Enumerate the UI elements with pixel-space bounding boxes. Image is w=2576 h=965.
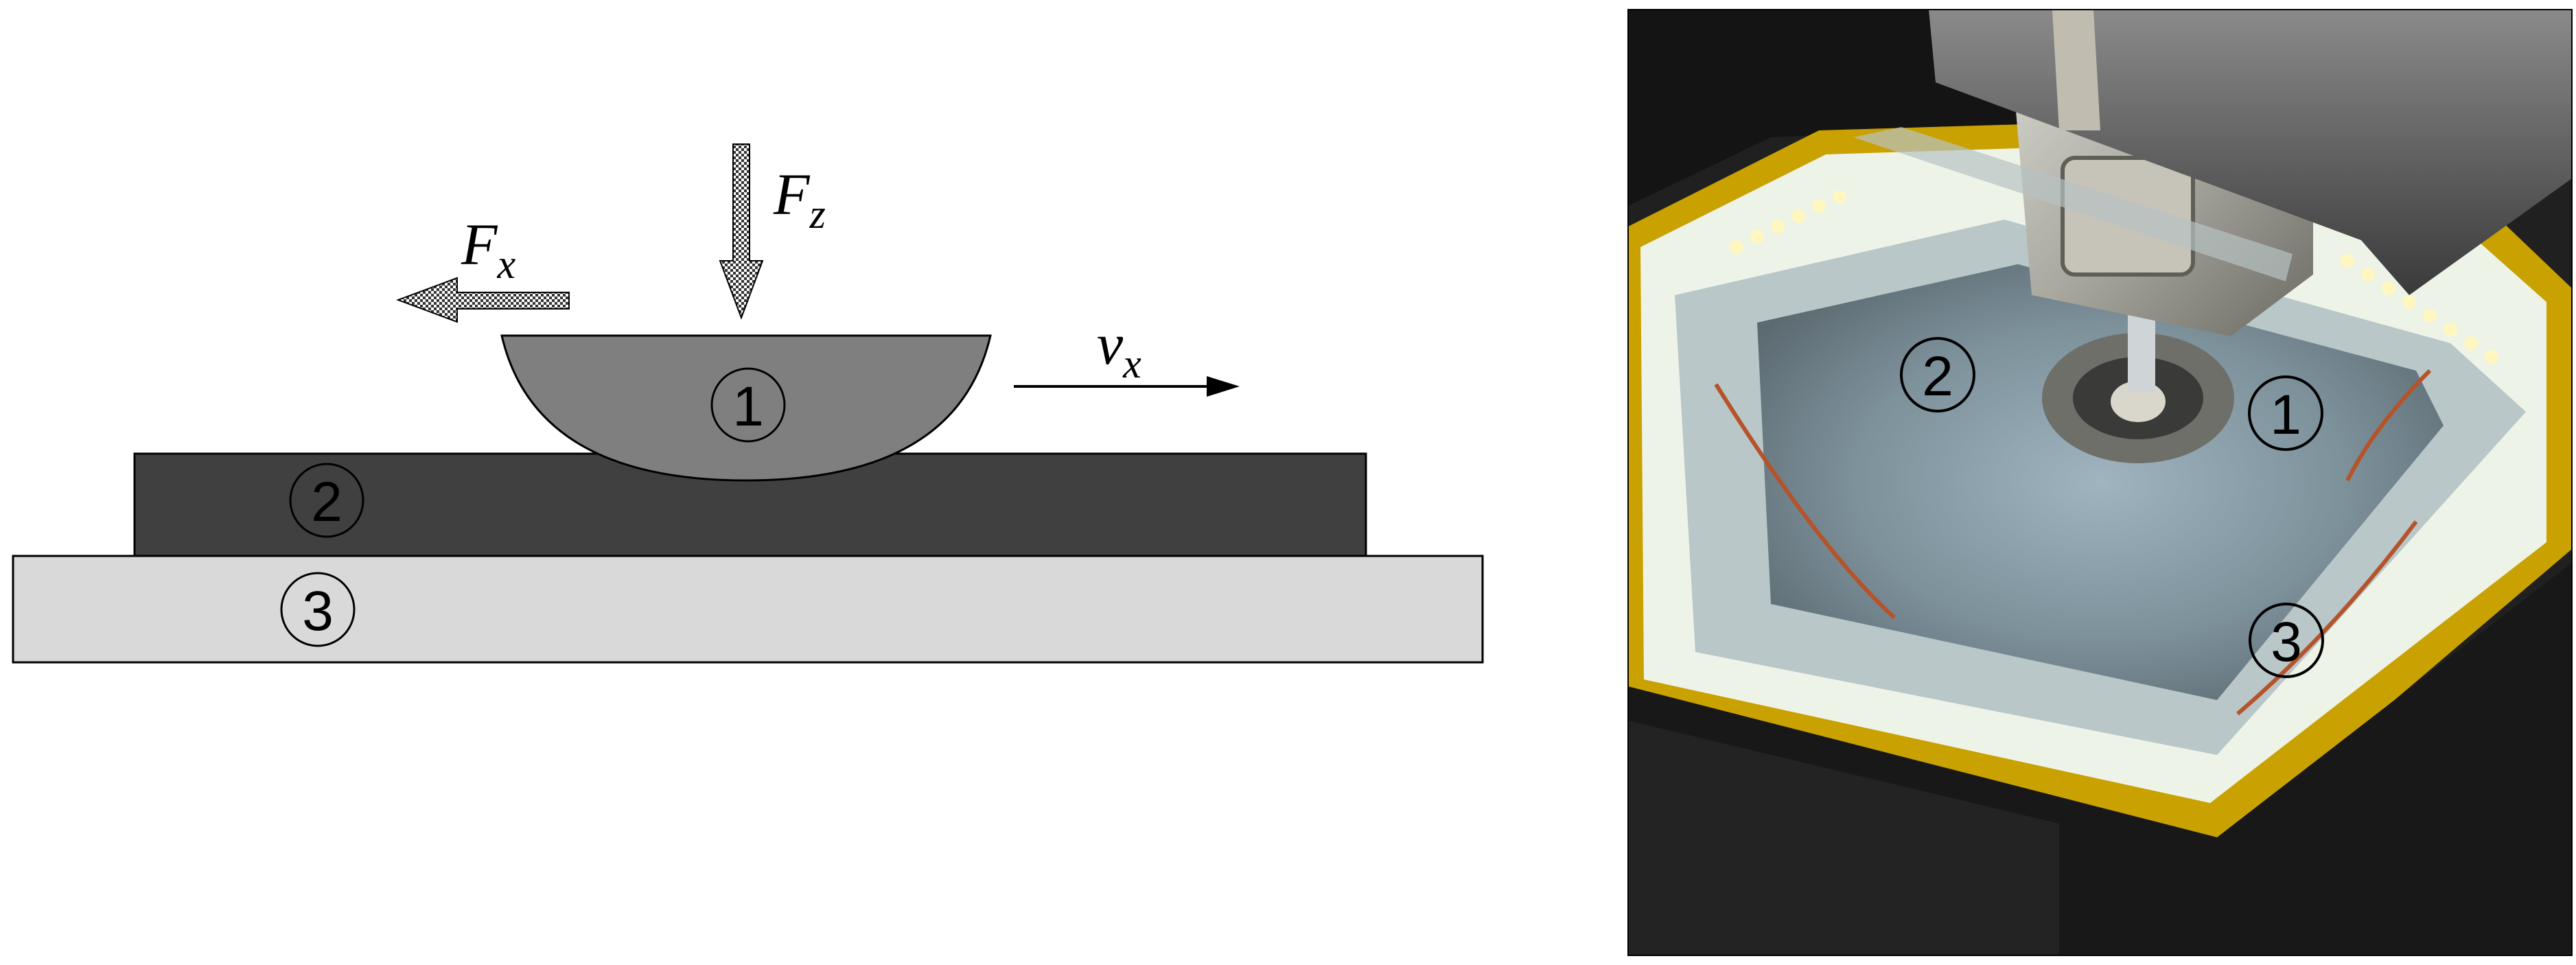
label-3-circle: 3 — [280, 572, 356, 647]
acrylic-bar — [1853, 127, 2293, 281]
spherical-body — [500, 334, 992, 482]
film-on-plate — [1757, 264, 2444, 700]
photo-label-2-text: 2 — [1922, 345, 1953, 408]
label-2-text: 2 — [311, 471, 343, 533]
photo-label-3-text: 3 — [2271, 611, 2302, 673]
photo-label-3-circle: 3 — [2249, 603, 2324, 678]
label-3-text: 3 — [302, 580, 334, 642]
apparatus-photo: 2 1 3 — [1627, 9, 2573, 956]
photo-label-2-circle: 2 — [1900, 337, 1975, 412]
label-1-circle: 1 — [710, 367, 786, 443]
velocity-x-label: vx — [1097, 311, 1141, 386]
force-z-label: Fz — [773, 161, 826, 237]
schematic: 1 2 3 Fx Fz vx — [12, 143, 1484, 664]
force-z-arrow — [719, 143, 764, 320]
photo-label-1-text: 1 — [2270, 384, 2301, 446]
base-plate — [12, 555, 1484, 664]
velocity-x-arrowhead — [1207, 376, 1240, 397]
label-2-circle: 2 — [289, 463, 364, 538]
photo-label-1-circle: 1 — [2248, 375, 2323, 451]
label-1-text: 1 — [732, 375, 764, 438]
force-x-arrow — [396, 277, 570, 323]
force-x-label: Fx — [461, 211, 516, 287]
